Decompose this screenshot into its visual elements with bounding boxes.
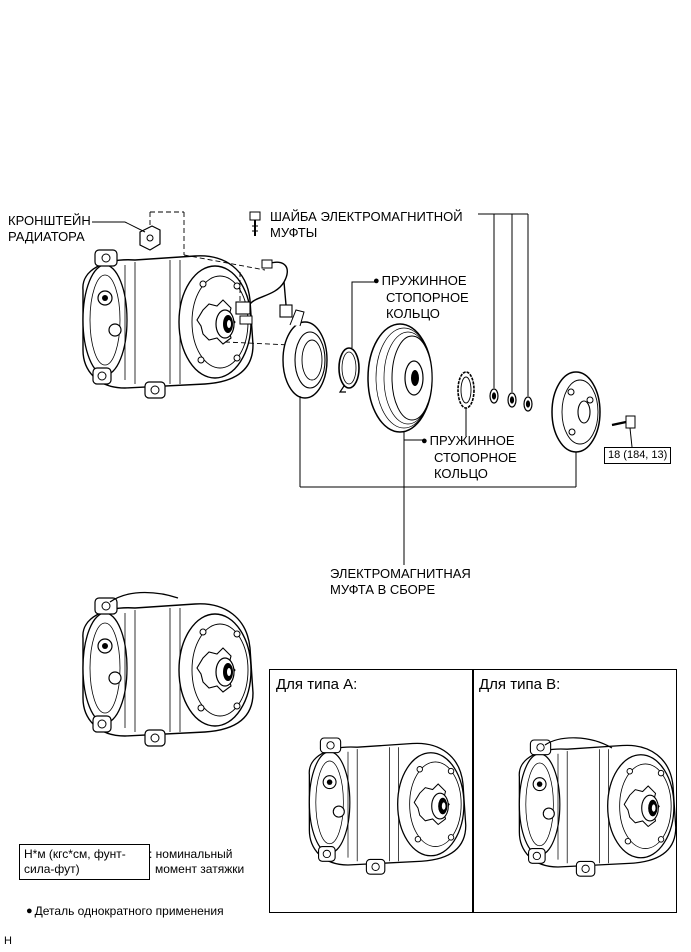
label-snap-ring-middle: ПРУЖИННОЕ СТОПОРНОЕ КОЛЬЦО: [421, 433, 517, 482]
wire-harness-part: [235, 259, 293, 325]
radiator-bracket-part: [139, 225, 161, 251]
non-reusable-legend: Деталь однократного применения: [26, 904, 224, 920]
type-a-panel: [269, 669, 474, 913]
non-reusable-bullet-icon: ПРУЖИННОЕ: [373, 273, 469, 290]
type-b-label: Для типа B:: [479, 676, 561, 693]
type-b-panel: [472, 669, 677, 913]
clutch-washers-part: [489, 388, 533, 412]
pulley-part: [367, 323, 433, 433]
snap-ring-middle-part: [457, 371, 475, 409]
corner-code: H: [4, 935, 12, 947]
torque-units-box: Н*м (кгс*см, фунт- сила-фут): [19, 844, 150, 880]
label-snap-ring-top: ПРУЖИННОЕ СТОПОРНОЕ КОЛЬЦО: [373, 273, 469, 322]
snap-ring-top-part: [338, 347, 360, 393]
label-radiator-bracket: КРОНШТЕЙН РАДИАТОРА: [8, 213, 91, 244]
type-a-label: Для типа A:: [276, 676, 358, 693]
pressure-plate-bolt-part: [611, 415, 636, 448]
compressor-main: [82, 249, 254, 399]
field-coil-part: [282, 309, 328, 399]
bolt-part: [249, 211, 261, 236]
non-reusable-bullet-icon: ПРУЖИННОЕ: [421, 433, 517, 450]
compressor-lower: [82, 597, 254, 747]
pressure-plate-part: [551, 371, 601, 453]
torque-description: : номинальный момент затяжки: [149, 847, 245, 876]
label-clutch-washer: ШАЙБА ЭЛЕКТРОМАГНИТНОЙ МУФТЫ: [270, 209, 463, 240]
non-reusable-bullet-icon: [26, 904, 35, 918]
torque-spec-box: 18 (184, 13): [604, 447, 672, 464]
label-clutch-assembly: ЭЛЕКТРОМАГНИТНАЯ МУФТА В СБОРЕ: [330, 566, 471, 597]
